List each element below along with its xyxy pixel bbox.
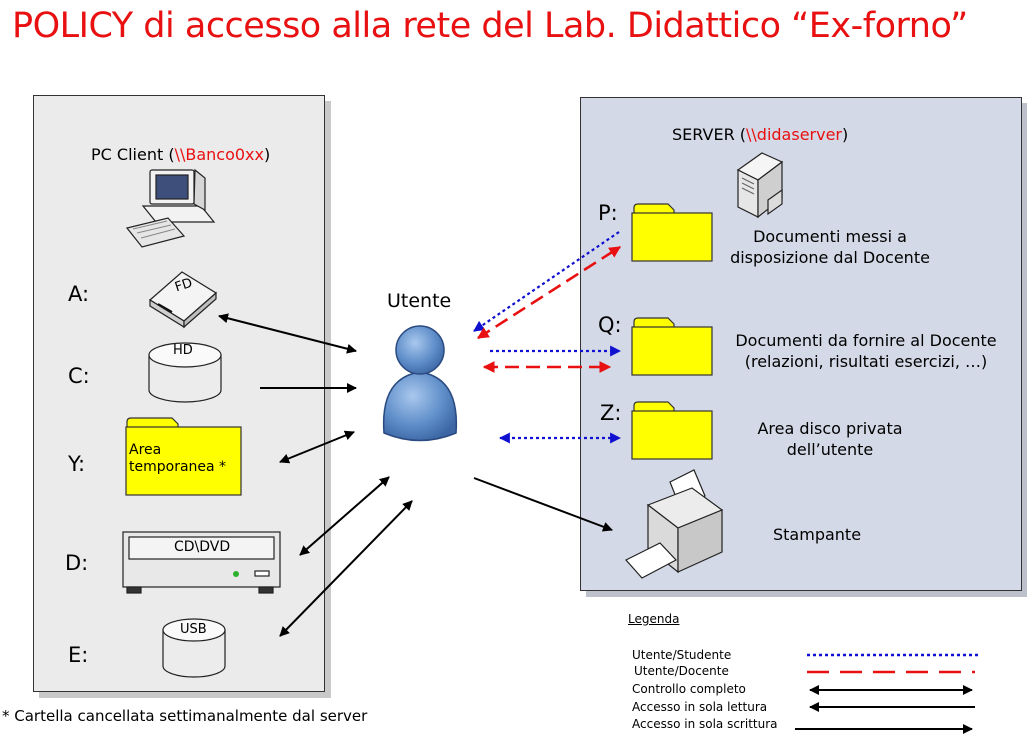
drive-z-label: Z: xyxy=(600,401,622,425)
legend-samples xyxy=(795,653,980,734)
legend-item-student: Utente/Studente xyxy=(632,648,732,662)
cd-label: CD\DVD xyxy=(174,539,231,555)
legend-item-read-only: Accesso in sola lettura xyxy=(632,700,768,714)
cd-dvd-drive-icon xyxy=(122,531,281,594)
printer-icon xyxy=(625,469,724,579)
usb-label: USB xyxy=(180,622,207,637)
usb-full-control-arrow xyxy=(279,500,413,637)
q-description: Documenti da fornire al Docente(relazion… xyxy=(735,331,997,371)
printer-write-arrow xyxy=(473,477,613,532)
drive-q-label: Q: xyxy=(598,313,622,337)
legend-title: Legenda xyxy=(628,612,680,626)
printer-label: Stampante xyxy=(773,525,862,544)
temp-folder-icon xyxy=(125,417,242,496)
pc-client-icon xyxy=(125,168,216,248)
server-title: SERVER (\\didaserver) xyxy=(672,125,849,144)
page-title: POLICY di accesso alla rete del Lab. Did… xyxy=(12,6,968,46)
folder-p-icon xyxy=(631,203,713,262)
hd-label: HD xyxy=(173,343,193,358)
client-title: PC Client (\\Banco0xx) xyxy=(91,145,271,164)
hard-disk-icon xyxy=(148,342,222,403)
footnote: * Cartella cancellata settimanalmente da… xyxy=(2,707,368,725)
drive-e-label: E: xyxy=(68,643,89,667)
drive-d-label: D: xyxy=(65,551,89,575)
teacher-lines xyxy=(477,245,621,373)
folder-q-icon xyxy=(631,317,713,376)
legend-item-write-only: Accesso in sola scrittura xyxy=(632,717,778,731)
usb-drive-icon xyxy=(162,618,226,678)
legend-item-teacher: Utente/Docente xyxy=(634,664,729,678)
drive-a-label: A: xyxy=(68,282,90,306)
drive-y-label: Y: xyxy=(68,452,86,476)
drive-p-label: P: xyxy=(598,201,618,225)
user-label: Utente xyxy=(387,290,452,312)
floppy-drive-icon xyxy=(148,271,218,329)
user-icon xyxy=(382,325,458,442)
drive-c-label: C: xyxy=(68,364,90,388)
legend-item-full-control: Controllo completo xyxy=(632,682,746,696)
temp-full-control-arrow xyxy=(279,430,355,464)
fd-full-control-arrow xyxy=(218,313,357,354)
folder-z-icon xyxy=(631,401,713,460)
server-icon xyxy=(736,152,784,219)
p-teacher-arrow xyxy=(477,245,621,340)
connector-lines xyxy=(218,313,613,637)
cd-read-arrow xyxy=(299,476,390,556)
